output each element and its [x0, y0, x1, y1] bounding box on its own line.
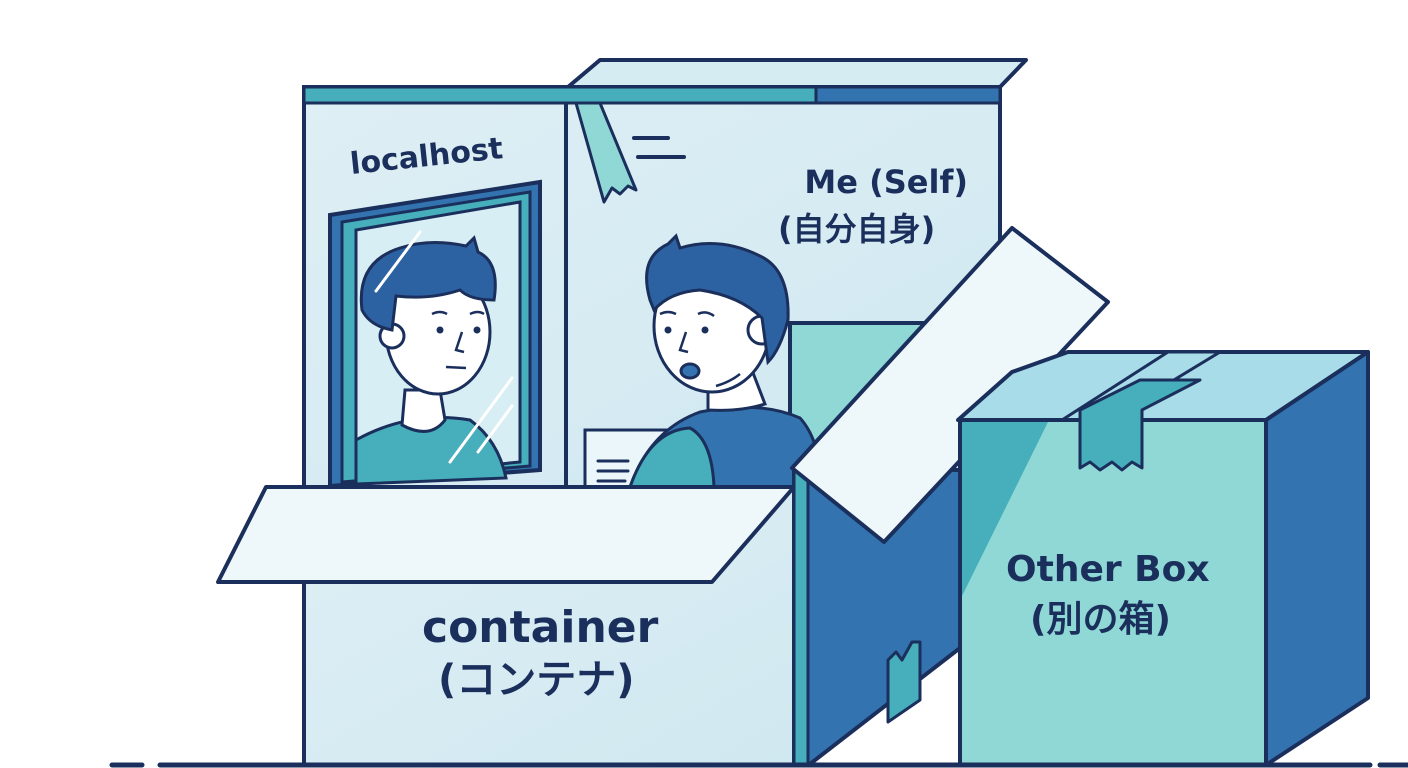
- other-box-label: Other Box: [1006, 549, 1210, 590]
- self-label-ja: (自分自身): [778, 210, 936, 248]
- container-box: [216, 226, 1110, 767]
- mirror: [328, 179, 542, 489]
- reflection-person: [354, 235, 508, 486]
- container-label: container: [422, 602, 659, 653]
- tape-icon: [1078, 378, 1202, 472]
- self-person: [627, 233, 824, 489]
- tape-icon: [574, 101, 638, 204]
- tape-icon: [886, 640, 922, 724]
- container-label-ja: (コンテナ): [438, 657, 635, 703]
- other-box: [956, 350, 1370, 767]
- self-label: Me (Self): [804, 163, 968, 201]
- other-box-label-ja: (別の箱): [1030, 599, 1171, 640]
